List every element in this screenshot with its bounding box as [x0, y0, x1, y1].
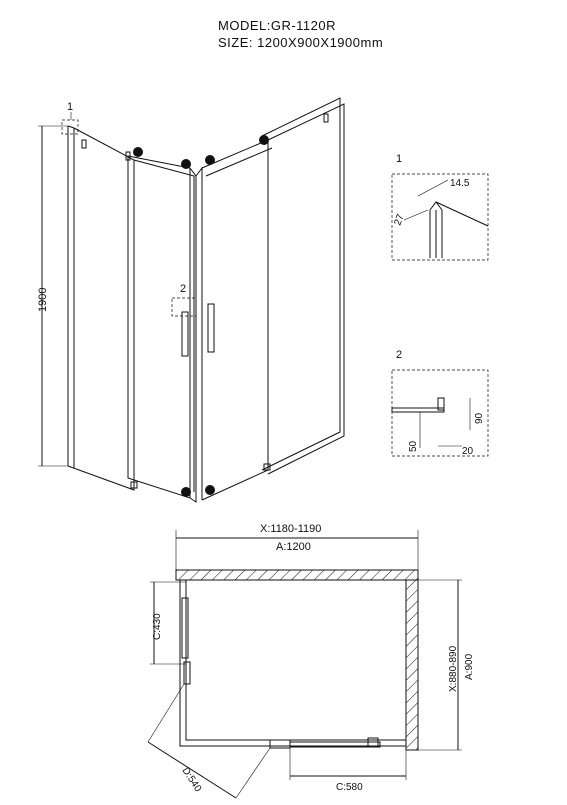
c430-label: C:430 [152, 613, 163, 640]
d540-dimension-line [147, 741, 237, 799]
right-sliding-door [201, 139, 273, 501]
corner-post [189, 166, 203, 503]
detail-2-frame [391, 369, 489, 457]
callout-2-box [171, 297, 197, 317]
detail-1-dim-b: 27 [392, 212, 406, 227]
callout-1-label: 1 [67, 101, 73, 113]
model-label: MODEL:GR-1120R [218, 18, 336, 33]
size-label: SIZE: 1200X900X1900mm [218, 35, 383, 50]
elevation-view: 1900 1 2 [37, 97, 345, 503]
callout-2-label: 2 [180, 283, 186, 295]
c580-label: C:580 [336, 782, 363, 793]
depth-a-label: A:900 [464, 653, 475, 680]
detail-1-dim-a: 14.5 [450, 178, 470, 189]
depth-x-label: X:880-890 [448, 645, 459, 692]
plan-view: X:1180-1190 A:1200 X:880-890 A:900 C:430… [147, 523, 475, 799]
detail-2-label: 2 [396, 349, 402, 361]
d540-label: D:540 [179, 766, 203, 795]
left-handle [181, 311, 189, 357]
enclosure-outline [179, 580, 406, 747]
detail-2-dim-a: 90 [474, 412, 485, 424]
detail-1: 1 14.5 27 [391, 153, 489, 261]
left-sliding-door [127, 155, 195, 499]
detail-1-frame [391, 173, 489, 261]
front-sliding-glass [269, 739, 291, 749]
detail-1-label: 1 [396, 153, 402, 165]
detail-2-dim-c: 20 [462, 446, 474, 457]
front-fixed-glass [289, 741, 381, 748]
side-fixed-glass [181, 597, 189, 659]
width-a-label: A:1200 [276, 541, 311, 553]
back-wall [175, 569, 419, 581]
side-wall [405, 579, 419, 751]
width-x-label: X:1180-1190 [260, 523, 321, 535]
right-handle [207, 303, 215, 353]
side-sliding-glass [183, 661, 191, 685]
left-fixed-panel [67, 125, 135, 491]
height-label: 1900 [37, 288, 49, 312]
detail-2-dim-b: 50 [408, 440, 419, 452]
callout-1-box [61, 119, 79, 135]
right-fixed-panel [261, 97, 345, 475]
detail-2: 2 90 50 20 [391, 349, 489, 457]
